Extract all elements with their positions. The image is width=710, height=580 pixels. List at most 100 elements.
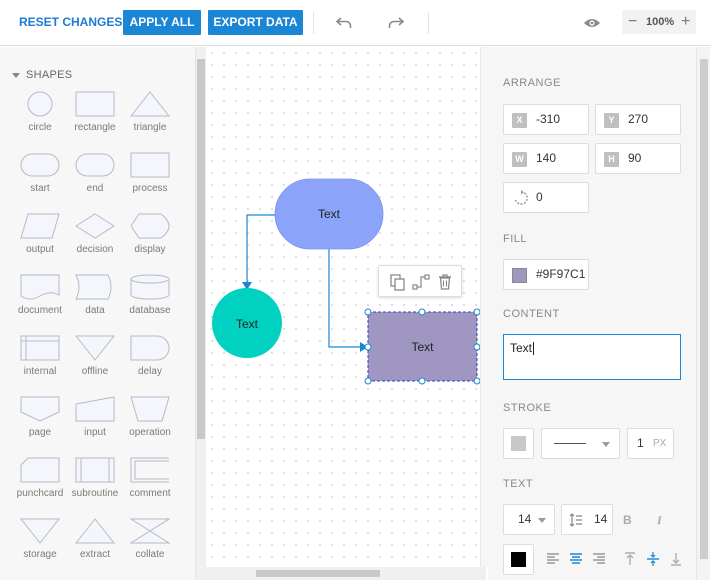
height-value: 90 <box>628 151 642 165</box>
shape-palette-label: collate <box>135 549 165 560</box>
trash-icon[interactable] <box>435 272 455 292</box>
shapes-panel-scrollbar[interactable] <box>196 47 206 580</box>
content-text-value: Text <box>510 341 533 355</box>
properties-panel-scrollbar[interactable] <box>696 47 710 580</box>
canvas-horizontal-scrollbar[interactable] <box>206 567 486 580</box>
scrollbar-thumb[interactable] <box>256 570 380 577</box>
shape-palette-document[interactable]: document <box>12 274 68 328</box>
shape-palette-start[interactable]: start <box>12 152 68 206</box>
shape-palette-internal[interactable]: internal <box>12 335 68 389</box>
connector-start-to-rect[interactable] <box>328 248 362 348</box>
circle-shape[interactable] <box>212 288 282 358</box>
storage-shape-icon <box>20 518 60 544</box>
properties-panel: ARRANGE X -310 Y 270 W 140 H 90 0 FILL #… <box>488 47 696 580</box>
data-shape-icon <box>75 274 112 300</box>
shape-palette-label: display <box>134 244 166 255</box>
shape-palette-comment[interactable]: comment <box>122 457 178 511</box>
reset-changes-button[interactable]: RESET CHANGES <box>19 15 123 29</box>
scrollbar-thumb[interactable] <box>700 59 708 559</box>
shape-context-toolbar <box>378 265 462 297</box>
offline-shape-icon <box>75 335 115 361</box>
arrange-section-title: ARRANGE <box>503 77 561 89</box>
content-text-field[interactable]: Text <box>503 334 681 380</box>
shape-palette-label: offline <box>81 366 109 377</box>
shape-palette-collate[interactable]: collate <box>122 518 178 572</box>
shape-palette-label: decision <box>76 244 114 255</box>
export-data-button[interactable]: EXPORT DATA <box>208 10 303 35</box>
solid-line-icon <box>554 443 586 444</box>
align-middle-icon[interactable] <box>645 551 661 567</box>
height-field[interactable]: H 90 <box>595 143 681 174</box>
copy-icon[interactable] <box>388 272 408 292</box>
apply-all-button[interactable]: APPLY ALL <box>123 10 201 35</box>
shape-palette-process[interactable]: process <box>122 152 178 206</box>
shape-palette-input[interactable]: input <box>67 396 123 450</box>
w-badge: W <box>512 152 527 167</box>
shape-palette-circle[interactable]: circle <box>12 91 68 145</box>
database-shape-icon <box>130 274 170 300</box>
y-position-field[interactable]: Y 270 <box>595 104 681 135</box>
stroke-style-select[interactable] <box>541 428 620 459</box>
shape-palette-operation[interactable]: operation <box>122 396 178 450</box>
shape-palette-label: delay <box>138 366 162 377</box>
connector-start-to-circle[interactable] <box>246 214 275 283</box>
zoom-out-button[interactable]: − <box>628 13 638 30</box>
shape-palette-page[interactable]: page <box>12 396 68 450</box>
eye-icon[interactable] <box>581 12 603 34</box>
delay-shape-icon <box>130 335 170 361</box>
toolbar-separator <box>428 12 429 34</box>
stroke-width-field[interactable]: 1 PX <box>627 428 674 459</box>
shape-palette-label: end <box>86 183 104 194</box>
rotation-value: 0 <box>536 190 543 204</box>
diagram-canvas[interactable]: Text Text Text <box>206 47 480 567</box>
shape-palette-subroutine[interactable]: subroutine <box>67 457 123 511</box>
shape-palette-label: subroutine <box>71 488 119 499</box>
width-field[interactable]: W 140 <box>503 143 589 174</box>
shape-palette-label: triangle <box>133 122 167 133</box>
align-top-icon[interactable] <box>622 551 638 567</box>
align-left-icon[interactable] <box>545 551 561 567</box>
line-spacing-field[interactable]: 14 <box>561 504 613 535</box>
rotation-field[interactable]: 0 <box>503 182 589 213</box>
zoom-in-button[interactable]: + <box>681 13 691 30</box>
shape-palette-delay[interactable]: delay <box>122 335 178 389</box>
redo-icon[interactable] <box>385 12 407 34</box>
fill-color-field[interactable]: #9F97C1 <box>503 259 589 290</box>
shape-palette-extract[interactable]: extract <box>67 518 123 572</box>
shape-palette-offline[interactable]: offline <box>67 335 123 389</box>
scrollbar-thumb[interactable] <box>197 59 205 439</box>
font-size-select[interactable]: 14 <box>503 504 555 535</box>
bold-button[interactable]: B <box>623 513 632 527</box>
shape-palette-storage[interactable]: storage <box>12 518 68 572</box>
chevron-down-icon <box>602 442 610 447</box>
x-position-field[interactable]: X -310 <box>503 104 589 135</box>
start-shape[interactable] <box>274 178 384 250</box>
operation-shape-icon <box>130 396 170 422</box>
shape-palette-display[interactable]: display <box>122 213 178 267</box>
shape-palette-database[interactable]: database <box>122 274 178 328</box>
connect-icon[interactable] <box>411 272 431 292</box>
shape-palette-rectangle[interactable]: rectangle <box>67 91 123 145</box>
collate-shape-icon <box>130 518 170 544</box>
stroke-section-title: STROKE <box>503 402 552 414</box>
shape-palette-triangle[interactable]: triangle <box>122 91 178 145</box>
stroke-width-value: 1 <box>637 436 644 450</box>
align-right-icon[interactable] <box>591 551 607 567</box>
shape-palette-decision[interactable]: decision <box>67 213 123 267</box>
stroke-width-unit: PX <box>653 438 667 449</box>
shapes-section-header[interactable]: SHAPES <box>12 69 72 81</box>
align-center-icon[interactable] <box>568 551 584 567</box>
shape-palette-label: process <box>132 183 168 194</box>
align-bottom-icon[interactable] <box>668 551 684 567</box>
text-color-field[interactable] <box>503 544 534 575</box>
undo-icon[interactable] <box>333 12 355 34</box>
stroke-color-field[interactable] <box>503 428 534 459</box>
shape-palette-data[interactable]: data <box>67 274 123 328</box>
canvas-vertical-scrollbar[interactable] <box>480 47 488 567</box>
italic-button[interactable]: I <box>657 513 662 527</box>
shape-palette-end[interactable]: end <box>67 152 123 206</box>
selection-handles[interactable] <box>364 308 480 385</box>
shape-palette-punchcard[interactable]: punchcard <box>12 457 68 511</box>
shape-palette-output[interactable]: output <box>12 213 68 267</box>
